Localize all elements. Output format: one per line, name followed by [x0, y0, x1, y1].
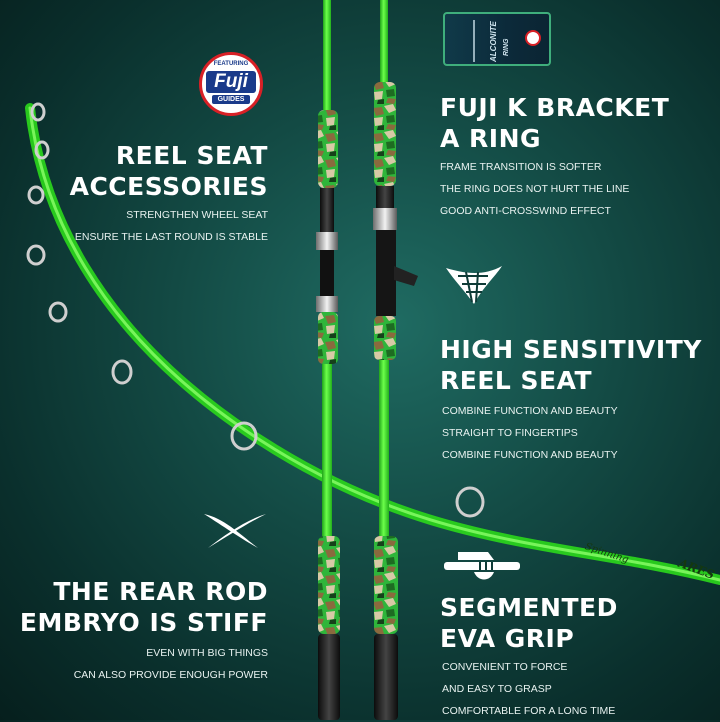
feature-title: FUJI K BRACKET A RING	[440, 92, 669, 154]
feature-details: COMBINE FUNCTION AND BEAUTY STRAIGHT TO …	[442, 400, 618, 466]
feature-title-line: EVA GRIP	[440, 624, 575, 653]
feature-detail-line: AND EASY TO GRASP	[442, 683, 552, 695]
feature-title-line: A RING	[440, 124, 542, 153]
feature-detail-line: CONVENIENT TO FORCE	[442, 661, 568, 673]
feature-title-line: SEGMENTED	[440, 593, 618, 622]
feature-title-line: FUJI K BRACKET	[440, 93, 670, 122]
feature-title: HIGH SENSITIVITY REEL SEAT	[440, 334, 702, 396]
feature-title: REEL SEAT ACCESSORIES	[70, 140, 268, 202]
fuji-logo-main-text: Fuji	[206, 71, 256, 93]
feature-detail-line: COMFORTABLE FOR A LONG TIME	[442, 705, 616, 717]
feature-title-line: ACCESSORIES	[69, 172, 268, 201]
feature-title-line: EMBRYO IS STIFF	[19, 608, 268, 637]
fuji-guides-logo-icon: FEATURING Fuji GUIDES	[199, 52, 263, 116]
feature-detail-line: COMBINE FUNCTION AND BEAUTY	[442, 405, 618, 417]
feature-detail-line: FRAME TRANSITION IS SOFTER	[440, 161, 602, 173]
feature-detail-line: STRENGTHEN WHEEL SEAT	[126, 209, 268, 221]
x-swoosh-icon	[204, 514, 266, 548]
alconite-ring-icon: ALCONITE RING	[443, 12, 551, 66]
feature-title-line: THE REAR ROD	[53, 577, 268, 606]
feature-title-line: REEL SEAT	[440, 366, 593, 395]
ring-photo-text-alconite: ALCONITE	[489, 21, 498, 62]
feature-detail-line: EVEN WITH BIG THINGS	[146, 647, 268, 659]
feature-detail-line: CAN ALSO PROVIDE ENOUGH POWER	[73, 669, 268, 681]
feature-detail-line: THE RING DOES NOT HURT THE LINE	[440, 183, 630, 195]
fuji-logo-bottom-text: GUIDES	[212, 95, 250, 104]
feature-detail-line: ENSURE THE LAST ROUND IS STABLE	[74, 231, 268, 243]
sensitivity-wing-icon	[446, 266, 502, 304]
hand-grip-icon	[444, 552, 520, 580]
feature-detail-line: COMBINE FUNCTION AND BEAUTY	[442, 449, 618, 461]
feature-detail-line: GOOD ANTI-CROSSWIND EFFECT	[440, 205, 611, 217]
ring-photo-text-ring: RING	[503, 38, 510, 57]
feature-details: FRAME TRANSITION IS SOFTER THE RING DOES…	[440, 156, 629, 222]
feature-title-line: HIGH SENSITIVITY	[440, 335, 702, 364]
fuji-logo-top-text: FEATURING	[213, 61, 249, 67]
feature-title: THE REAR ROD EMBRYO IS STIFF	[20, 576, 268, 638]
feature-title: SEGMENTED EVA GRIP	[440, 592, 618, 654]
feature-details: STRENGTHEN WHEEL SEAT ENSURE THE LAST RO…	[75, 204, 268, 248]
feature-detail-line: STRAIGHT TO FINGERTIPS	[442, 427, 578, 439]
feature-details: EVEN WITH BIG THINGS CAN ALSO PROVIDE EN…	[74, 642, 268, 686]
feature-details: CONVENIENT TO FORCE AND EASY TO GRASP CO…	[442, 656, 615, 722]
feature-title-line: REEL SEAT	[115, 141, 268, 170]
